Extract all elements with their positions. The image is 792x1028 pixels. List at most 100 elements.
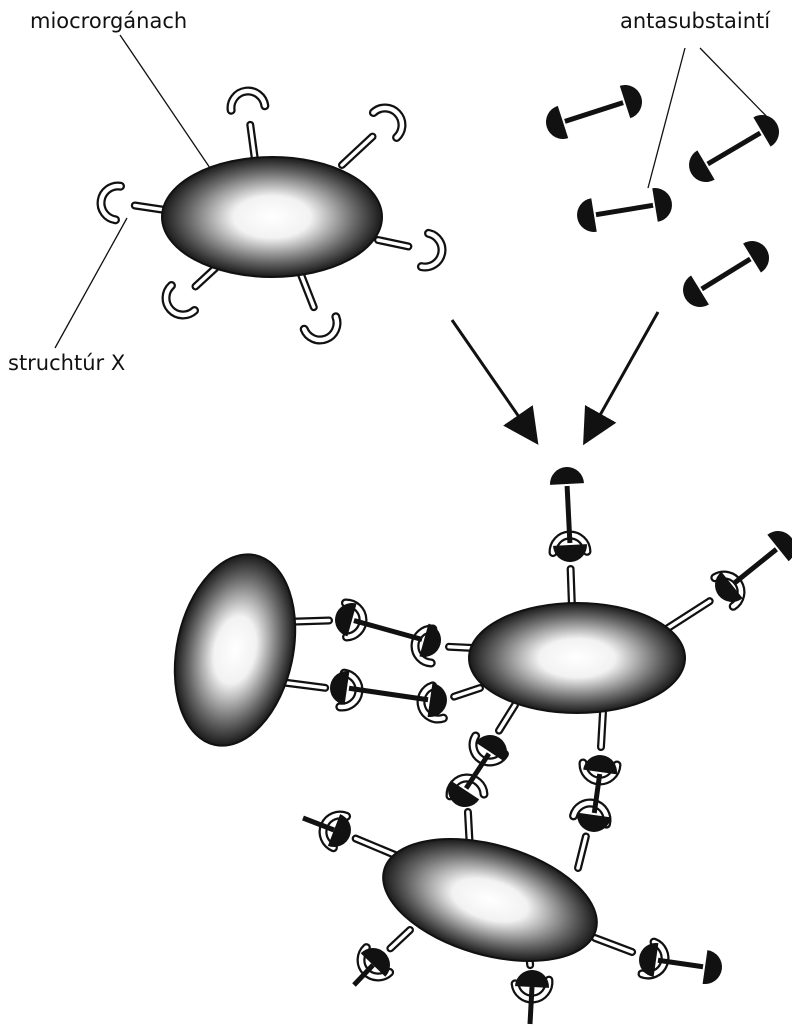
bound-antibody-bridge-2 [329,671,447,717]
free-antibody-2 [688,114,779,183]
antibody-bar [564,485,573,544]
antibody-head [577,198,597,232]
antibody-head [683,275,709,307]
receptor-stalk-core [388,928,412,951]
antibody-bar [595,202,654,218]
receptor-right [374,228,447,272]
cell-leader-line [119,34,211,169]
antibody-head [545,105,569,139]
receptor-stalk-core [568,567,574,610]
receptor-stalk-core [340,134,375,167]
receptor-bottom [296,268,342,345]
antibody-bar [731,547,779,586]
receptor-upper-right [338,103,407,169]
bound-antibody-right [715,531,792,603]
antibody-bar [706,130,762,167]
structure-label: struchtúr X [8,351,125,375]
bound-antibody-stub-upper-left [302,814,351,847]
bound-antibody-bridge-1 [335,603,441,657]
antibody-leader-line-1 [647,47,686,189]
antibody-bar [348,685,429,703]
antibody-head [329,671,350,705]
antibody-head [767,531,792,562]
antibody-head [753,114,779,147]
free-antibody-1 [545,84,642,139]
free-antibody-4 [683,240,770,307]
receptor-left [96,181,169,225]
free-antibody-3 [577,188,672,232]
antibody-head [619,84,642,119]
antibody-head [702,950,723,984]
receptor-stalk-core [576,834,588,870]
bound-antibody-bridge-4 [577,755,617,832]
receptor-stalk-core [133,203,167,212]
bound-antibody-stub-bottom [515,970,549,1025]
antibody-head [550,467,584,485]
arrow-left [450,319,539,445]
receptor-cup-inner [418,683,446,722]
receptor-stalk-core [353,836,397,857]
receptor-cup-inner [98,183,123,223]
microorganism-left [173,553,297,747]
antibody-head [360,948,390,977]
receptor-lower-left [161,258,226,320]
microorganism-main [468,602,686,714]
receptor-stalk-core [278,680,327,690]
antibody-head [335,603,357,637]
receptor-cup-inner [470,733,507,765]
antibody-head [475,734,507,762]
antibody-head [553,544,587,562]
antibody-bar [700,256,752,292]
antibody-bar [302,815,335,833]
bound-antibody-bridge-3 [448,734,507,808]
structure-leader-line [54,217,128,349]
receptor-cup-inner [419,231,445,270]
antibody-head [448,780,480,808]
antibody-head [715,571,743,603]
antibody-bar [591,773,603,814]
receptor-cup-inner [371,105,405,140]
receptor-stalk-core [666,599,712,630]
receptor-bottom-cell-top-2 [569,798,612,872]
antibody-bar [527,986,535,1025]
receptor-top [226,86,270,164]
antibody-bar [464,752,491,790]
bound-antibody-top [550,467,587,562]
antibody-head [419,623,441,657]
antibody-head [515,970,549,988]
antibody-leader-line-2 [699,47,773,123]
receptor-cup-inner [301,314,340,343]
antibody-label: antasubstaintí [620,9,771,33]
antibody-head [652,188,672,222]
antibody-bar [353,618,423,642]
antibody-bar [352,963,375,987]
antibody-head [688,150,715,183]
receptor-stalk-core [248,123,257,162]
receptor-stalk-core [298,270,316,309]
antibody-bar [564,100,624,124]
antibody-head [427,683,447,717]
receptor-cup-inner [228,88,268,113]
receptor-cup-inner [412,626,436,666]
receptor-main-bottom-1 [468,701,519,767]
receptor-stalk-core [497,703,517,733]
antibody-head [577,812,611,832]
receptor-stalk-core [376,238,411,249]
cell-label: miocrorgánach [30,9,187,33]
receptor-main-left-2 [416,681,484,724]
bound-antibody-right-bottom [639,942,723,984]
antibody-bar [657,957,704,970]
antibody-head [639,942,659,977]
receptor-stalk-core [452,686,482,699]
receptor-cup-inner [163,283,197,318]
receptor-stalk-core [593,936,634,954]
microorganism-top [161,156,383,278]
receptor-stalk-core [599,710,605,749]
bound-antibody-stub-lower-left [352,948,390,987]
antibody-head [327,814,351,847]
antibody-head [743,240,770,273]
microorganism-bottom [382,838,598,962]
antibody-head [583,755,617,775]
